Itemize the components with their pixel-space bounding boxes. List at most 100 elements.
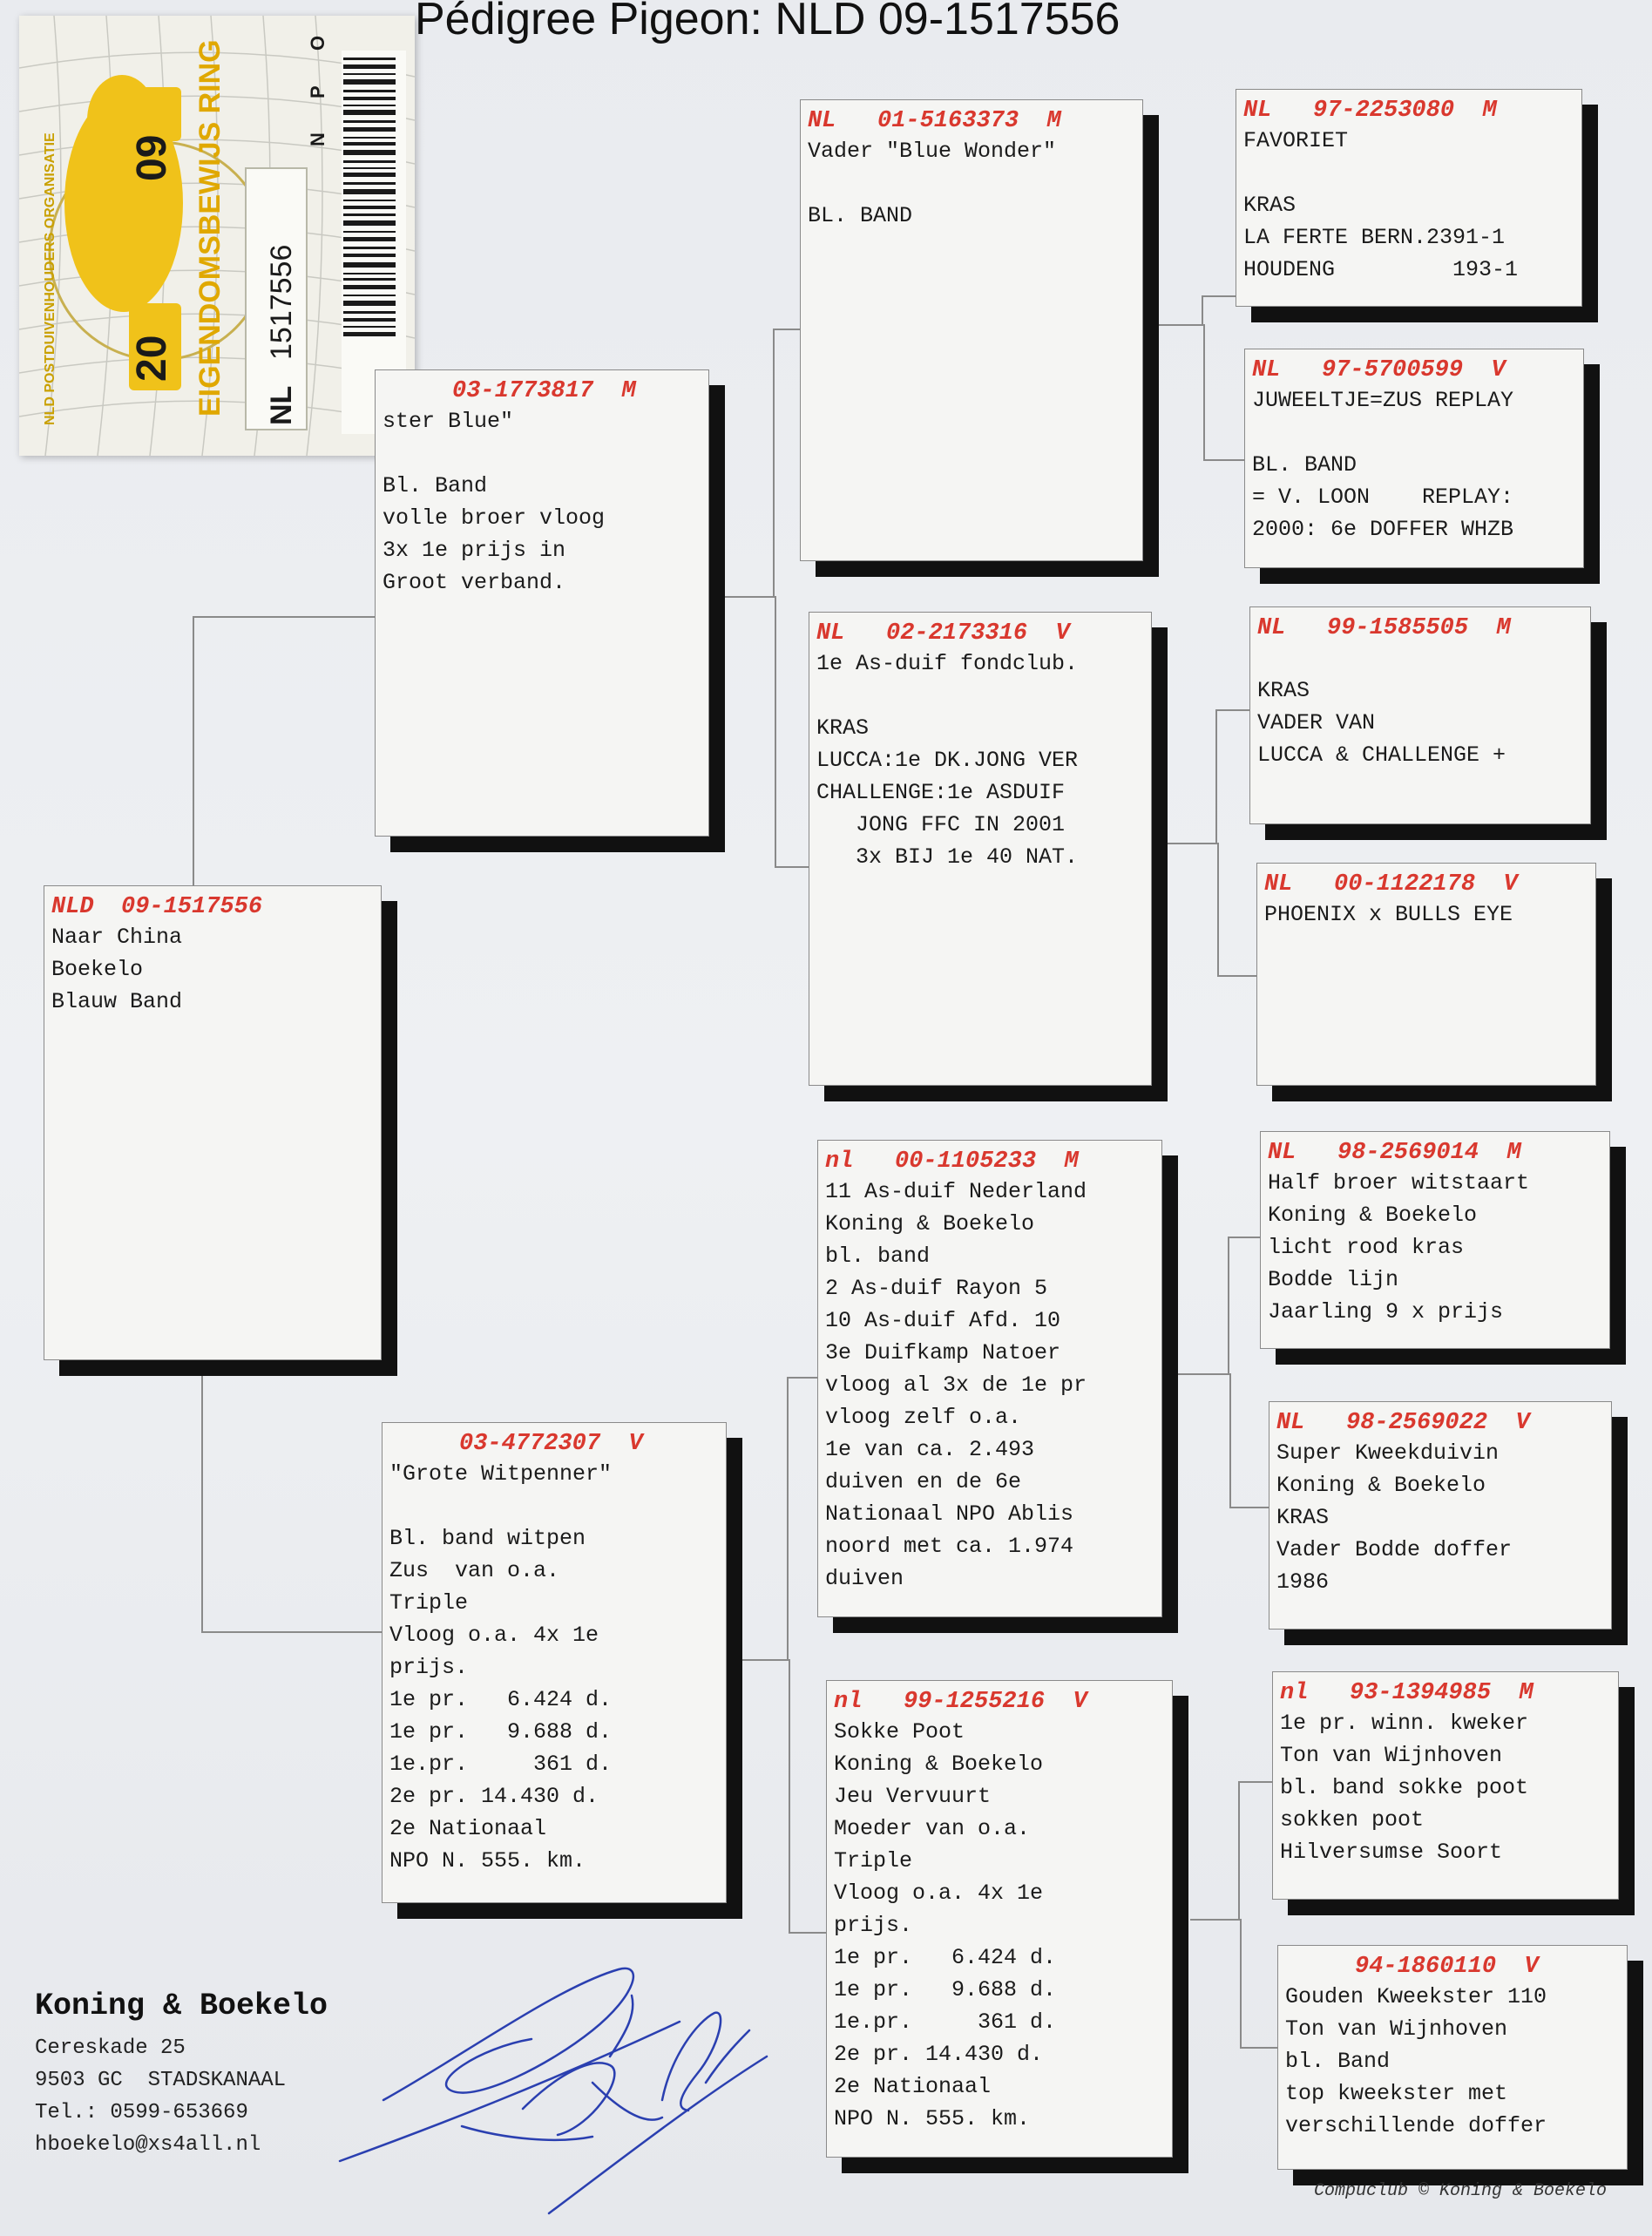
pigeon-info-line: 1e pr. 6.424 d.	[834, 1945, 1057, 1970]
pigeon-info-line: Bl. band witpen	[389, 1526, 586, 1551]
pigeon-info-line: NPO N. 555. km.	[389, 1848, 586, 1873]
breeder-block: Koning & Boekelo Cereskade 25 9503 GC ST…	[35, 1989, 328, 2161]
pigeon-info-line: Ton van Wijnhoven	[1280, 1743, 1503, 1768]
band-country-code: NL	[1264, 871, 1293, 898]
band-ring-number: 02-2173316	[886, 620, 1028, 647]
sticker-ring-number: 1517556	[265, 245, 298, 360]
pigeon-info-line: 2 As-duif Rayon 5	[825, 1276, 1048, 1301]
pigeon-info-line: Koning & Boekelo	[834, 1752, 1044, 1777]
band-ring-number: 09-1517556	[121, 894, 263, 920]
pigeon-info-line: LUCCA:1e DK.JONG VER	[816, 748, 1079, 773]
pigeon-info-line: Vader "Blue Wonder"	[808, 139, 1057, 164]
band-ring-number: 03-4772307	[459, 1431, 601, 1457]
pigeon-info-line: 1e.pr. 361 d.	[389, 1752, 613, 1777]
band-sex: V	[1524, 1954, 1539, 1980]
band-country-code: NL	[1243, 98, 1272, 124]
pigeon-info-line	[1252, 417, 1576, 449]
band-country-code: nl	[825, 1148, 854, 1175]
breeder-phone: Tel.: 0599-653669	[35, 2101, 248, 2124]
pigeon-info-line: JUWEELTJE=ZUS REPLAY	[1252, 388, 1514, 413]
band-ring-number: 00-1122178	[1334, 871, 1476, 898]
pigeon-info-line: Gouden Kweekster 110	[1285, 1984, 1547, 2009]
band-country-code: NL	[1257, 615, 1286, 641]
pigeon-info-line	[1243, 157, 1574, 189]
band-sex: V	[628, 1431, 643, 1457]
pigeon-info-line: Koning & Boekelo	[825, 1211, 1035, 1237]
pigeon-info-line: 10 As-duif Afd. 10	[825, 1308, 1061, 1333]
band-country-code: NL	[808, 108, 836, 134]
pigeon-info-line: Jeu Vervuurt	[834, 1784, 992, 1809]
pigeon-info-line: Koning & Boekelo	[1268, 1203, 1478, 1228]
pigeon-info-line: ster Blue"	[383, 409, 514, 434]
pigeon-info-line: Bl. Band	[383, 473, 488, 498]
pigeon-info-line: CHALLENGE:1e ASDUIF	[816, 780, 1066, 805]
pigeon-info-line: noord met ca. 1.974	[825, 1534, 1074, 1559]
pigeon-info-line: prijs.	[389, 1655, 469, 1680]
pigeon-info-line: 1e As-duif fondclub.	[816, 651, 1079, 676]
sticker-letter-n: N	[307, 132, 328, 146]
band-sex: V	[1073, 1689, 1087, 1715]
band-ring-number: 00-1105233	[895, 1148, 1037, 1175]
band-sex: M	[621, 378, 636, 404]
band-country-code: NL	[1268, 1140, 1297, 1166]
band-sex: M	[1064, 1148, 1079, 1175]
pigeon-info-line: bl. band sokke poot	[1280, 1775, 1529, 1800]
pigeon-info-line: Blauw Band	[51, 989, 183, 1014]
band-ring-number: 03-1773817	[452, 378, 594, 404]
pigeon-info-line: FAVORIET	[1243, 128, 1349, 153]
pigeon-info-line	[1257, 642, 1583, 674]
ring-card-graphic: 20 09 EIGENDOMSBEWIJS RING NLD POSTDUIVE…	[19, 16, 415, 456]
band-ring-number: 97-5700599	[1322, 357, 1464, 383]
pigeon-info-line: Vloog o.a. 4x 1e	[834, 1880, 1044, 1906]
sticker-country: NL	[265, 386, 298, 425]
pigeon-info-line: 2e pr. 14.430 d.	[389, 1784, 599, 1809]
band-country-code: NL	[816, 620, 845, 647]
pigeon-info-line	[816, 680, 1144, 712]
band-number: nl 00-1105233 M	[825, 1148, 1154, 1176]
pigeon-info-line: prijs.	[834, 1913, 913, 1938]
pigeon-card-dam: 03-4772307 V"Grote Witpenner"Bl. band wi…	[382, 1422, 727, 1903]
pigeon-info-line: vloog zelf o.a.	[825, 1405, 1022, 1430]
band-sex: M	[1506, 1140, 1521, 1166]
band-country-code: NL	[1252, 357, 1281, 383]
pigeon-info-line: 1986	[1276, 1569, 1330, 1595]
pigeon-info-line: KRAS	[1257, 678, 1310, 703]
pigeon-info-line: Bodde lijn	[1268, 1267, 1399, 1292]
pigeon-info-line: 1e pr. winn. kweker	[1280, 1711, 1529, 1736]
pigeon-info-line: Ton van Wijnhoven	[1285, 2016, 1508, 2042]
pigeon-info-line: VADER VAN	[1257, 710, 1376, 735]
band-sex: V	[1055, 620, 1070, 647]
pigeon-info-line: KRAS	[1243, 193, 1297, 218]
pigeon-info-line: Boekelo	[51, 957, 144, 982]
band-number: 03-4772307 V	[389, 1430, 719, 1458]
pigeon-info-line: 2e Nationaal	[389, 1816, 547, 1841]
pigeon-info-line: Half broer witstaart	[1268, 1170, 1530, 1196]
band-sex: M	[1482, 98, 1497, 124]
pigeon-info-line	[808, 167, 1135, 200]
sticker-org: NLD POSTDUIVENHOUDERS ORGANISATIE	[43, 132, 58, 425]
pigeon-info-line: 1e pr. 6.424 d.	[389, 1687, 613, 1712]
pigeon-info-line: 2000: 6e DOFFER WHZB	[1252, 517, 1514, 542]
breeder-email: hboekelo@xs4all.nl	[35, 2133, 261, 2157]
pigeon-info-line: JONG FFC IN 2001	[816, 812, 1066, 837]
pigeon-info-line	[383, 437, 701, 470]
pigeon-info-line: KRAS	[816, 715, 870, 741]
band-sex: M	[1519, 1680, 1534, 1706]
pigeon-info-line: 2e Nationaal	[834, 2074, 992, 2099]
